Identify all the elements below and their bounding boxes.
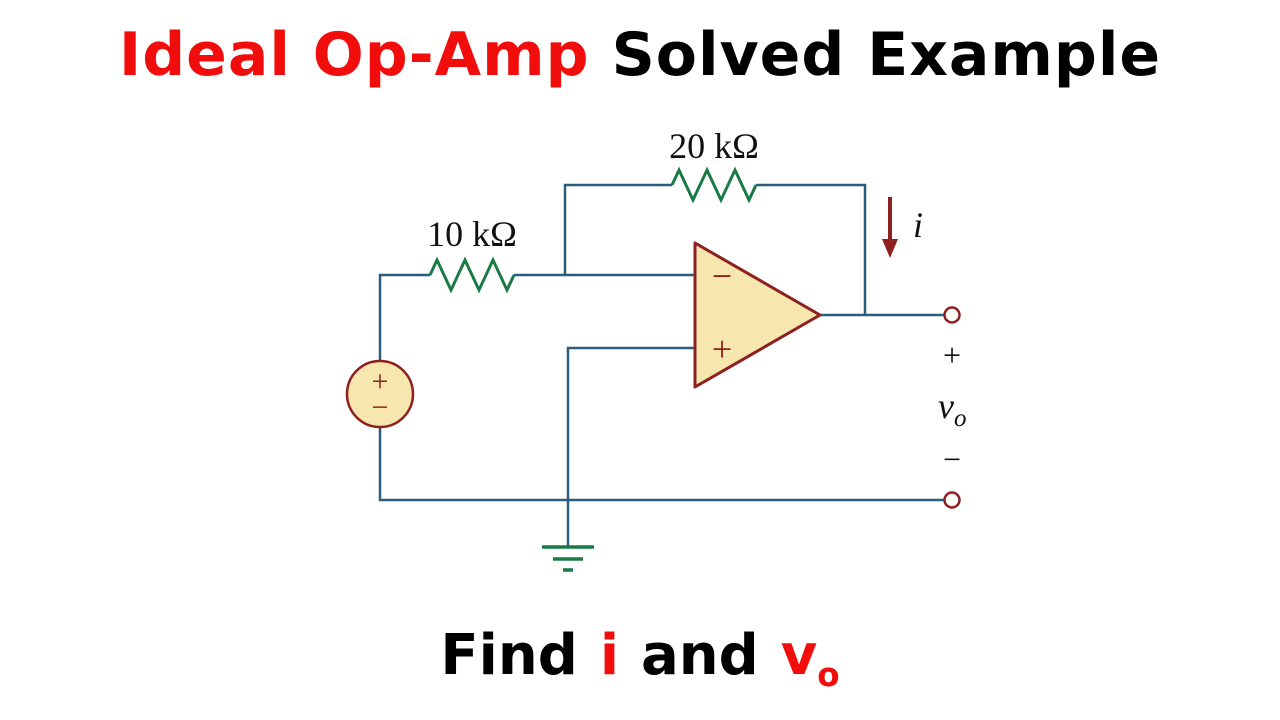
opamp-triangle (693, 241, 822, 389)
question-text: Find i and vo (0, 623, 1280, 694)
question-i: i (599, 622, 620, 688)
output-voltage-label: vo (938, 386, 966, 432)
input-resistor-label: 10 kΩ (427, 214, 517, 254)
feedback-wire-right (756, 183, 867, 315)
question-v: v (780, 622, 818, 688)
title-black-part: Solved Example (611, 20, 1162, 90)
output-voltage-base: v (938, 386, 954, 426)
voltage-source (345, 359, 415, 429)
question-find: Find (440, 622, 578, 688)
opamp-noninverting-label: + (712, 329, 732, 369)
bottom-return-wire (378, 427, 944, 502)
question-and: and (641, 622, 759, 688)
opamp-inverting-label: − (712, 256, 732, 296)
input-resistor (428, 256, 516, 294)
question-vo: vo (781, 623, 840, 694)
output-voltage-sub: o (954, 405, 967, 432)
page-title: Ideal Op-Amp Solved Example (0, 20, 1280, 90)
current-arrow-icon (882, 197, 898, 258)
title-red-part: Ideal Op-Amp (118, 20, 590, 90)
feedback-wire-left (563, 183, 672, 275)
question-o: o (817, 656, 840, 694)
output-plus-label: + (943, 337, 961, 373)
voltage-source-minus: − (372, 391, 389, 424)
current-label: i (913, 205, 923, 245)
output-terminal-bottom (943, 491, 961, 509)
feedback-resistor (670, 166, 758, 204)
feedback-resistor-label: 20 kΩ (669, 126, 759, 166)
ground-symbol (542, 545, 594, 572)
output-terminal-top (943, 306, 961, 324)
voltage-source-plus: + (372, 365, 389, 398)
noninverting-input-wire (566, 346, 695, 547)
output-minus-label: − (943, 441, 961, 477)
input-wire-left (378, 273, 430, 361)
